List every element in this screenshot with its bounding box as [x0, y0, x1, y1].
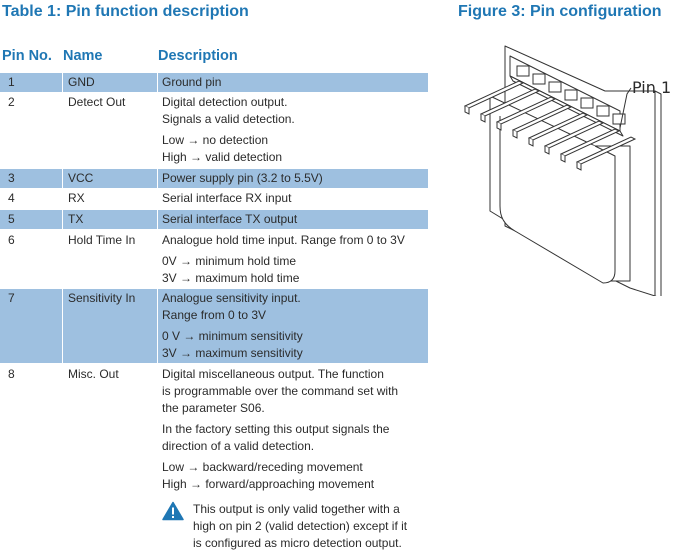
- pin-number: 7: [8, 291, 15, 305]
- header-name: Name: [63, 48, 103, 64]
- table-title: Table 1: Pin function description: [2, 3, 249, 20]
- table-row: 4 RX Serial interface RX input: [0, 190, 428, 209]
- pin-name: Sensitivity In: [68, 291, 136, 305]
- warning-icon: [162, 501, 184, 521]
- table-row: 6 Hold Time In Analogue hold time input.…: [0, 232, 428, 287]
- pin-name: VCC: [68, 171, 94, 185]
- pin-1-label: Pin 1: [632, 78, 671, 97]
- header-description: Description: [158, 48, 238, 64]
- pin-number: 6: [8, 233, 15, 247]
- pin-name: RX: [68, 191, 85, 205]
- table-row: 8 Misc. Out Digital miscellaneous output…: [0, 366, 428, 496]
- pin-description: Serial interface TX output: [162, 212, 298, 226]
- pin-number: 1: [8, 75, 15, 89]
- figure-title: Figure 3: Pin configuration: [458, 3, 662, 20]
- note-text: This output is only valid together with …: [193, 502, 408, 550]
- header-pin-no: Pin No.: [2, 48, 52, 64]
- table-row: 1 GND Ground pin: [0, 73, 428, 92]
- table-row: 2 Detect Out Digital detection output. S…: [0, 94, 428, 167]
- pin-name: Misc. Out: [68, 367, 119, 381]
- pin-description: Analogue sensitivity input. Range from 0…: [162, 291, 303, 360]
- pin-configuration-drawing: Pin 1: [463, 45, 671, 296]
- pin-name: GND: [68, 75, 95, 89]
- pin-number: 4: [8, 191, 15, 205]
- pin-number: 8: [8, 367, 15, 381]
- pin-number: 5: [8, 212, 15, 226]
- table-row: 5 TX Serial interface TX output: [0, 210, 428, 229]
- pin-description: Digital miscellaneous output. The functi…: [162, 367, 399, 491]
- pin-description: Digital detection output. Signals a vali…: [162, 95, 295, 164]
- pin-name: TX: [68, 212, 84, 226]
- pin-name: Hold Time In: [68, 233, 136, 247]
- pin-number: 2: [8, 95, 15, 109]
- pin-number: 3: [8, 171, 15, 185]
- pin-description: Ground pin: [162, 75, 222, 89]
- table-row: 7 Sensitivity In Analogue sensitivity in…: [0, 289, 428, 363]
- pin-name: Detect Out: [68, 95, 126, 109]
- pin-description: Analogue hold time input. Range from 0 t…: [162, 233, 405, 285]
- pin-description: Power supply pin (3.2 to 5.5V): [162, 171, 323, 185]
- table-row: 3 VCC Power supply pin (3.2 to 5.5V): [0, 169, 428, 188]
- pin-description: Serial interface RX input: [162, 191, 292, 205]
